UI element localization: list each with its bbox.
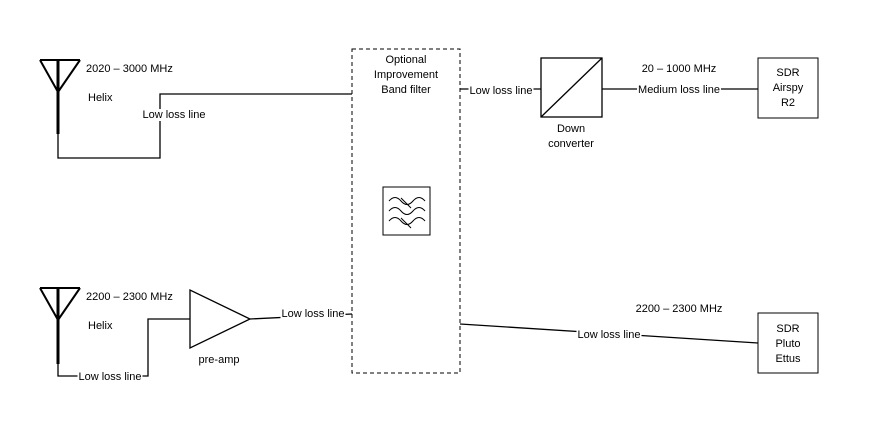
top-line-label: Low loss line — [143, 109, 206, 121]
down-converter-icon — [540, 57, 603, 118]
filter-title-line1: Optional — [386, 54, 427, 66]
sdr-airspy-box — [757, 57, 819, 119]
pluto-line-label: Low loss line — [578, 329, 641, 341]
preamp-line-label-halo — [280, 308, 346, 320]
bottom-low-loss-line — [57, 318, 190, 377]
pluto-label-line2: Pluto — [775, 338, 800, 350]
airspy-label-line3: R2 — [781, 97, 795, 109]
bottom-antenna-icon — [39, 287, 81, 364]
airspy-label-line2: Airspy — [773, 82, 804, 94]
preamp-label: pre-amp — [199, 354, 240, 366]
converter-label-line1: Down — [557, 123, 585, 135]
filter-converter-line-label: Low loss line — [470, 85, 533, 97]
top-antenna-icon — [39, 59, 81, 134]
converter-label-line2: converter — [548, 138, 594, 150]
pluto-label-line1: SDR — [776, 323, 799, 335]
top-antenna-freq: 2020 – 3000 MHz — [86, 63, 173, 75]
converter-output-freq: 20 – 1000 MHz — [642, 63, 717, 75]
filter-converter-line-label-halo — [468, 85, 534, 97]
filter-title-line3: Band filter — [381, 84, 431, 96]
airspy-line-label-halo — [637, 84, 721, 96]
top-low-loss-line — [57, 93, 352, 159]
top-antenna-type: Helix — [88, 92, 113, 104]
filter-title-line2: Improvement — [374, 69, 438, 81]
pluto-label-line3: Ettus — [775, 353, 801, 365]
airspy-label-line1: SDR — [776, 67, 799, 79]
bottom-antenna-type: Helix — [88, 320, 113, 332]
sdr-pluto-box — [757, 312, 819, 374]
preamp-line-label: Low loss line — [282, 308, 345, 320]
airspy-line-label: Medium loss line — [638, 84, 720, 96]
bottom-line-label-halo — [77, 371, 143, 383]
pluto-line-label-halo — [576, 329, 642, 341]
top-line-label-halo — [141, 109, 207, 121]
filter-icon — [382, 186, 431, 236]
preamp-triangle — [189, 288, 252, 350]
bottom-line-label: Low loss line — [79, 371, 142, 383]
band-filter-box — [351, 48, 461, 374]
bottom-antenna-freq: 2200 – 2300 MHz — [86, 291, 173, 303]
pluto-freq: 2200 – 2300 MHz — [636, 303, 723, 315]
